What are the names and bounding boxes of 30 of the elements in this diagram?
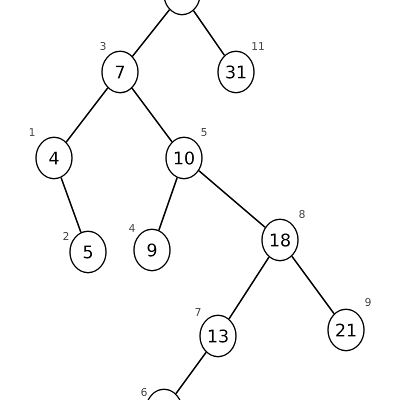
- order-number: 1: [30, 128, 34, 136]
- order-number: 9: [365, 298, 371, 306]
- tree-node: [163, 0, 201, 16]
- tree-node: 4: [35, 136, 73, 180]
- order-number: 2: [63, 232, 68, 240]
- tree-edge: [198, 170, 266, 228]
- order-number: 5: [201, 128, 206, 136]
- tree-edge: [158, 178, 178, 230]
- tree-edge: [132, 9, 170, 57]
- tree-edge: [60, 177, 82, 233]
- tree-edge: [291, 256, 335, 314]
- order-number: 8: [299, 210, 305, 218]
- tree-node: 7: [101, 50, 139, 94]
- order-number: 4: [129, 224, 135, 232]
- tree-node: 13: [199, 314, 237, 358]
- tree-node: [145, 388, 183, 400]
- tree-node: 31: [217, 50, 255, 94]
- order-number: 11: [252, 42, 264, 50]
- tree-node: 5: [69, 230, 107, 274]
- tree-node: 18: [261, 218, 299, 262]
- tree-node: 21: [327, 308, 365, 352]
- order-number: 3: [100, 42, 106, 50]
- tree-edge: [192, 10, 226, 56]
- tree-edge: [228, 256, 270, 320]
- tree-edge: [175, 352, 207, 394]
- order-number: 6: [141, 388, 147, 396]
- tree-edge: [131, 88, 173, 142]
- tree-edge: [66, 88, 108, 142]
- order-number: 7: [195, 308, 200, 316]
- tree-node: 10: [165, 136, 203, 180]
